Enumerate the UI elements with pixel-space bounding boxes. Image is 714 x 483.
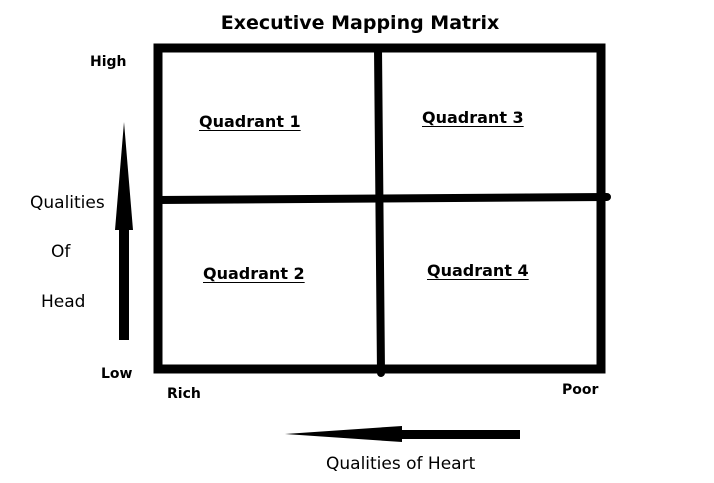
- quadrant-2-label: Quadrant 2: [203, 264, 305, 283]
- y-axis-low-label: Low: [101, 366, 133, 382]
- quadrant-1-label: Quadrant 1: [199, 112, 301, 131]
- horizontal-divider: [154, 193, 611, 204]
- y-axis-arrow-shaft: [119, 228, 129, 340]
- x-axis-label: Qualities of Heart: [326, 454, 476, 474]
- x-axis-poor-label: Poor: [562, 382, 599, 398]
- quadrant-4-label: Quadrant 4: [427, 261, 529, 280]
- y-axis-label-line-3: Head: [41, 292, 86, 312]
- x-axis-rich-label: Rich: [167, 386, 201, 402]
- x-axis-arrow-head: [285, 426, 402, 442]
- y-axis-label-line-1: Qualities: [30, 193, 105, 213]
- diagram-title: Executive Mapping Matrix: [220, 12, 500, 34]
- y-axis-arrow-head: [115, 122, 133, 230]
- y-axis-label-line-2: Of: [51, 242, 71, 262]
- quadrant-3-label: Quadrant 3: [422, 108, 524, 127]
- x-axis-arrow-shaft: [398, 430, 520, 439]
- vertical-divider: [374, 44, 385, 377]
- y-axis-high-label: High: [90, 54, 127, 70]
